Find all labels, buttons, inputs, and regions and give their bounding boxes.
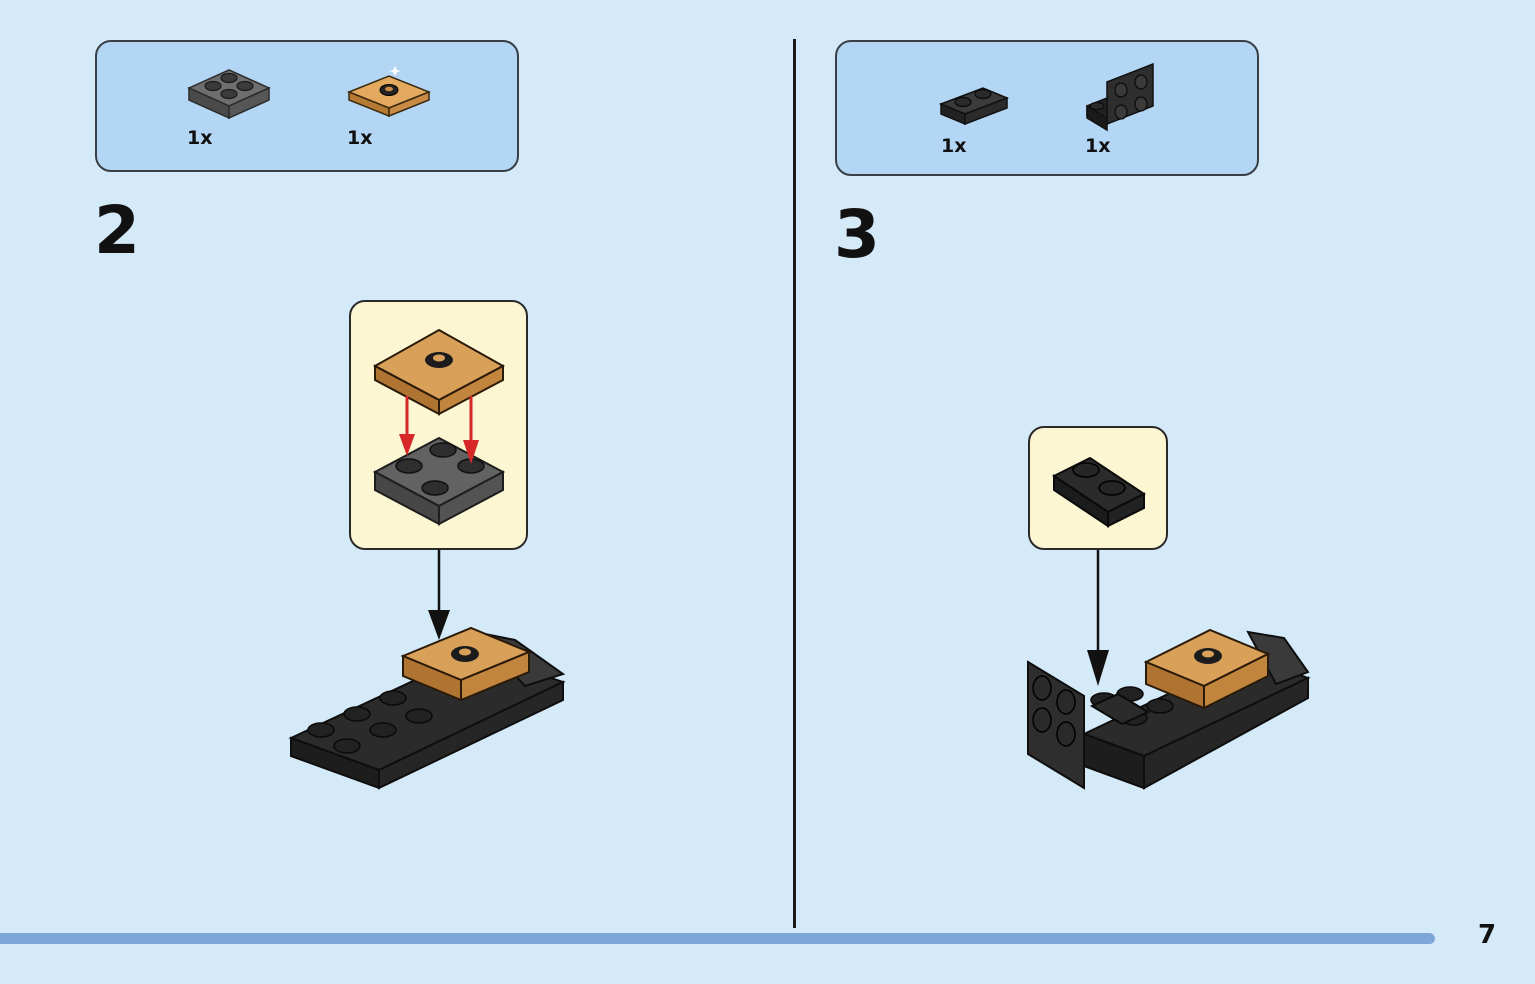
part-quantity: 1x	[1085, 135, 1111, 157]
page-number: 7	[1478, 920, 1497, 950]
step-2-model-illustration	[288, 626, 566, 790]
page-progress-bar	[0, 933, 1435, 944]
black-1x2-plate-illustration	[1052, 456, 1146, 528]
dark-gray-2x2-plate-icon	[185, 62, 273, 122]
sub-assembly-callout	[349, 300, 528, 550]
orange-2x2-tile-with-stud-icon	[345, 64, 433, 124]
part-quantity: 1x	[347, 127, 373, 149]
placement-arrow	[1087, 550, 1109, 686]
black-bracket-plate-icon	[1083, 60, 1159, 136]
part-quantity: 1x	[187, 127, 213, 149]
part-quantity: 1x	[941, 135, 967, 157]
black-1x2-plate-icon	[937, 82, 1013, 132]
step-3-model-illustration	[1027, 628, 1311, 790]
placement-arrow	[428, 550, 450, 640]
step-3-parts-list: 1x 1x	[835, 40, 1259, 176]
step-number: 2	[94, 192, 140, 269]
step-number: 3	[834, 196, 880, 273]
sub-assembly-callout	[1028, 426, 1168, 550]
step-divider	[793, 39, 796, 928]
tile-on-plate-illustration	[372, 328, 506, 526]
step-2-parts-list: 1x 1x	[95, 40, 519, 172]
